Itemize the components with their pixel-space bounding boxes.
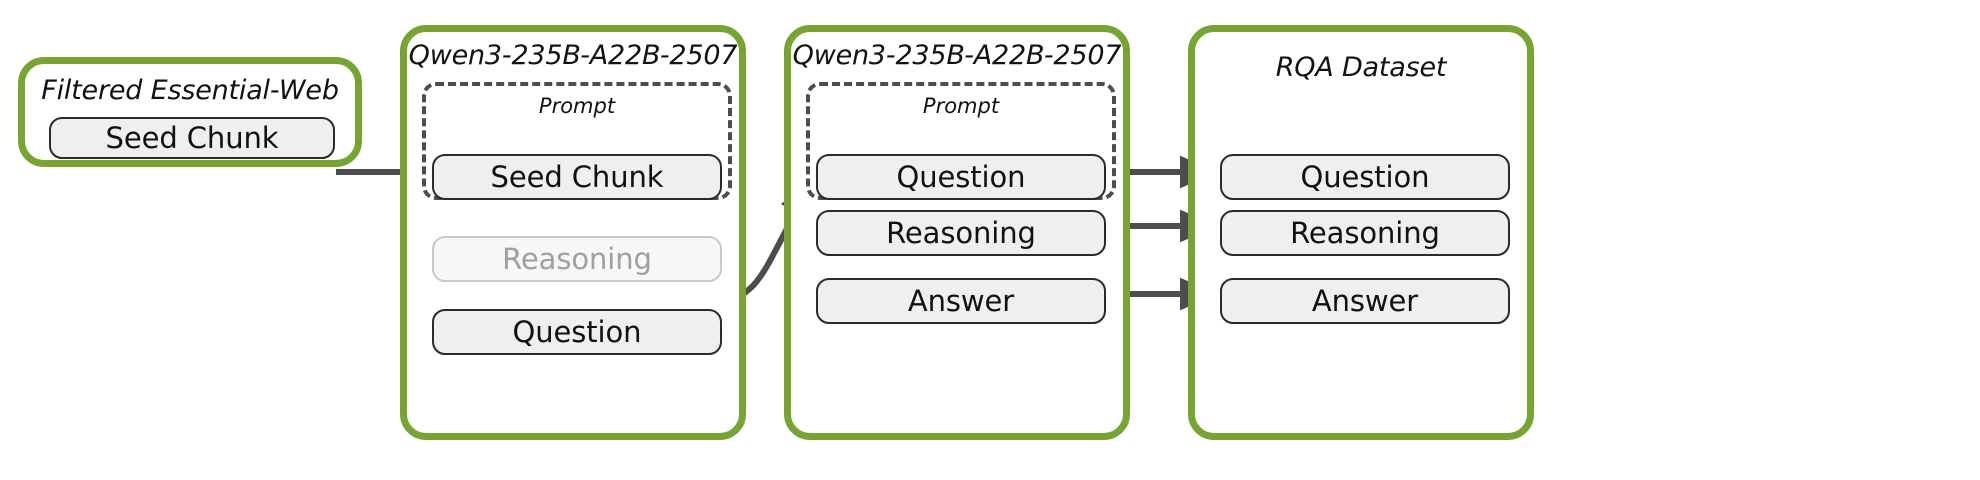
panel-title-rqa-dataset: RQA Dataset: [1275, 52, 1447, 83]
prompt-group-label: Prompt: [922, 94, 1000, 118]
panel-qwen-stage-1: Qwen3-235B-A22B-2507 Prompt Seed Chunk R…: [400, 25, 746, 440]
node-label: Question: [512, 315, 642, 349]
node-dataset-reasoning[interactable]: Reasoning: [1220, 210, 1510, 256]
panel-rqa-dataset: RQA Dataset Question Reasoning Answer: [1188, 25, 1534, 440]
node-prompt-seed-chunk[interactable]: Seed Chunk: [432, 154, 722, 200]
panel-qwen-stage-2: Qwen3-235B-A22B-2507 Prompt Question Rea…: [784, 25, 1130, 440]
node-question-out[interactable]: Question: [432, 309, 722, 355]
node-dataset-answer[interactable]: Answer: [1220, 278, 1510, 324]
node-label: Question: [1300, 160, 1430, 194]
node-seed-chunk[interactable]: Seed Chunk: [49, 117, 335, 159]
panel-title-qwen-stage-1: Qwen3-235B-A22B-2507: [408, 40, 738, 71]
node-label: Reasoning: [502, 242, 652, 276]
panel-filtered-essential-web: Filtered Essential-Web Seed Chunk: [18, 57, 362, 167]
panel-title-filtered-essential-web: Filtered Essential-Web: [41, 75, 339, 106]
node-label: Question: [896, 160, 1026, 194]
node-label: Reasoning: [1290, 216, 1440, 250]
node-dataset-question[interactable]: Question: [1220, 154, 1510, 200]
panel-title-qwen-stage-2: Qwen3-235B-A22B-2507: [792, 40, 1122, 71]
node-label: Reasoning: [886, 216, 1036, 250]
node-prompt-question[interactable]: Question: [816, 154, 1106, 200]
node-reasoning-out[interactable]: Reasoning: [816, 210, 1106, 256]
node-label: Answer: [907, 284, 1015, 318]
prompt-group-label: Prompt: [538, 94, 616, 118]
node-answer-out[interactable]: Answer: [816, 278, 1106, 324]
node-label: Seed Chunk: [105, 121, 279, 155]
node-label: Seed Chunk: [490, 160, 664, 194]
node-reasoning-faded[interactable]: Reasoning: [432, 236, 722, 282]
node-label: Answer: [1311, 284, 1419, 318]
